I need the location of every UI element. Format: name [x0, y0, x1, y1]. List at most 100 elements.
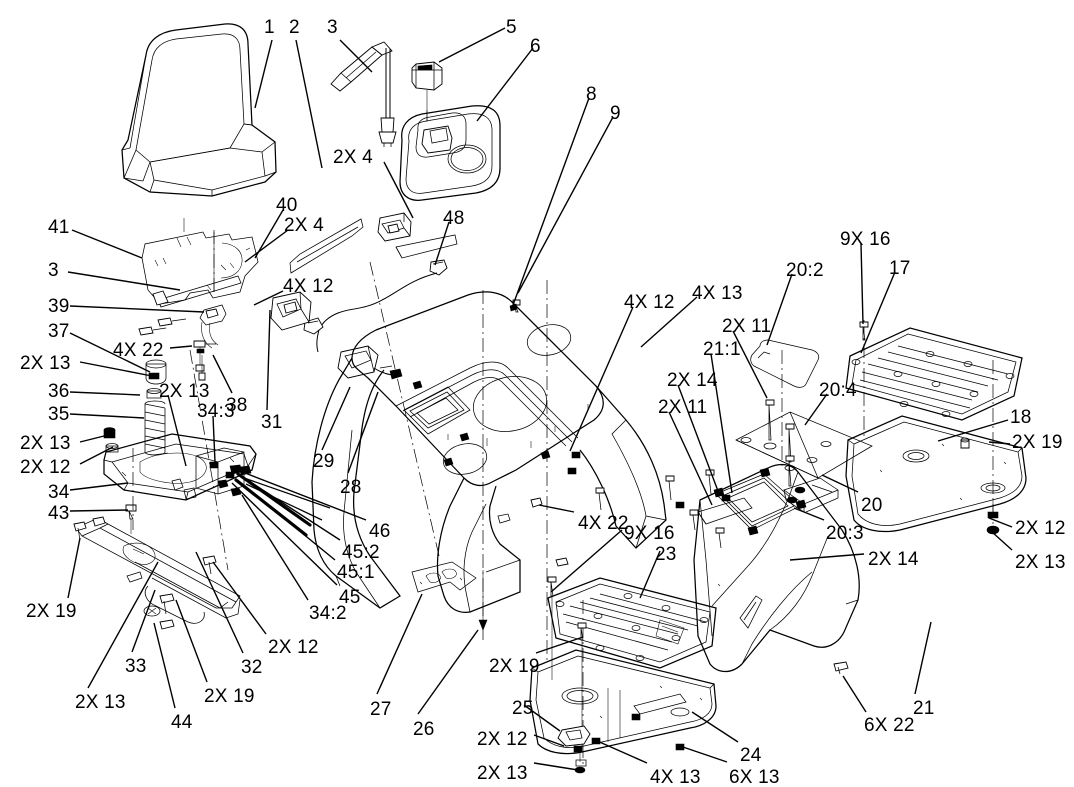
callout-label-45: 45	[339, 587, 361, 608]
part-switch	[411, 61, 443, 120]
callout-label-21-1: 21:1	[703, 339, 741, 360]
part-pivot-bracket-39	[199, 304, 227, 349]
callout-label-48: 48	[443, 208, 465, 229]
part-mount-plate-20	[735, 399, 873, 479]
fastener-26-arrow	[478, 570, 488, 631]
callout-label-35: 35	[48, 404, 70, 425]
callout-label-4x-12: 4X 12	[283, 276, 334, 297]
callout-label-41: 41	[48, 217, 70, 238]
callout-label-20: 20	[861, 495, 883, 516]
callout-label-3: 3	[327, 17, 338, 38]
callout-label-2x-4: 2X 4	[284, 215, 324, 236]
callout-label-2x-19: 2X 19	[1012, 432, 1063, 453]
part-console	[399, 105, 501, 201]
callout-label-20-4: 20:4	[819, 380, 857, 401]
callout-label-9x-16: 9X 16	[624, 523, 675, 544]
callout-label-2x-12: 2X 12	[20, 457, 71, 478]
callout-label-5: 5	[506, 17, 517, 38]
callout-label-2x-19: 2X 19	[204, 686, 255, 707]
callout-label-18: 18	[1010, 407, 1032, 428]
fasteners-spring-stack	[103, 372, 166, 456]
callout-label-9: 9	[610, 103, 621, 124]
callout-label-2x-11: 2X 11	[658, 397, 708, 418]
callout-label-4x-22: 4X 22	[113, 340, 164, 361]
callout-label-39: 39	[48, 296, 70, 317]
callout-label-33: 33	[125, 656, 147, 677]
callout-label-28: 28	[340, 477, 362, 498]
callout-label-31: 31	[261, 412, 283, 433]
part-wiring-harness	[303, 272, 438, 380]
callout-label-20-2: 20:2	[786, 260, 824, 281]
part-seat-pan-34	[103, 433, 257, 501]
part-center-console-21	[693, 463, 860, 673]
callout-label-34: 34	[48, 482, 70, 503]
callout-label-45-2: 45:2	[342, 542, 380, 563]
callout-label-2x-19: 2X 19	[26, 601, 77, 622]
fastener-43	[125, 504, 137, 534]
callout-label-8: 8	[586, 84, 597, 105]
part-footrest-platform-18	[845, 415, 1027, 535]
callout-label-20-3: 20:3	[826, 523, 864, 544]
part-grommet-48	[429, 259, 448, 276]
callout-label-2x-13: 2X 13	[20, 433, 71, 454]
part-cover-plate-small	[395, 234, 458, 259]
callout-label-2x-13: 2X 13	[159, 381, 210, 402]
callout-label-40: 40	[276, 195, 298, 216]
callout-label-4x-22: 4X 22	[578, 513, 629, 534]
callout-label-17: 17	[889, 258, 911, 279]
part-slide-rail-33	[73, 516, 241, 630]
callout-label-32: 32	[241, 657, 263, 678]
part-gasket-20-2	[750, 339, 820, 388]
callout-label-44: 44	[171, 712, 193, 733]
callout-label-6x-13: 6X 13	[729, 767, 780, 787]
callout-label-34-2: 34:2	[309, 603, 347, 624]
callout-label-38: 38	[226, 395, 248, 416]
part-links-45	[234, 472, 331, 537]
callout-label-2x-11: 2X 11	[722, 316, 772, 337]
callout-label-2x-4: 2X 4	[333, 147, 373, 168]
callout-label-2: 2	[289, 17, 300, 38]
part-gas-spring	[330, 41, 397, 147]
part-bracket-20-3	[783, 455, 839, 513]
part-clip-25	[557, 688, 685, 774]
callout-label-2x-12: 2X 12	[268, 637, 319, 658]
part-footrest-mat-23	[547, 577, 717, 669]
callout-label-43: 43	[48, 503, 70, 524]
callout-label-1: 1	[264, 17, 275, 38]
callout-label-2x-19: 2X 19	[489, 656, 540, 677]
callout-label-2x-12: 2X 12	[477, 729, 528, 750]
callout-label-37: 37	[48, 321, 70, 342]
callout-label-4x-13: 4X 13	[692, 283, 743, 304]
part-seat-rail	[152, 275, 242, 308]
callout-label-21: 21	[913, 698, 935, 719]
callout-label-6x-22: 6X 22	[864, 715, 915, 736]
callout-label-36: 36	[48, 381, 70, 402]
callout-label-2x-14: 2X 14	[868, 549, 919, 570]
callout-label-24: 24	[740, 745, 762, 766]
callout-label-29: 29	[313, 451, 335, 472]
part-hinge-bracket-upper	[377, 212, 412, 242]
callout-label-2x-13: 2X 13	[20, 353, 71, 374]
callout-label-4x-12: 4X 12	[624, 292, 675, 313]
part-trim-strip	[289, 218, 364, 274]
callout-label-23: 23	[655, 544, 677, 565]
callout-label-3: 3	[48, 260, 59, 281]
callout-label-46: 46	[369, 521, 391, 542]
callout-label-2x-14: 2X 14	[667, 370, 718, 391]
callout-label-4x-13: 4X 13	[650, 767, 701, 787]
callout-label-26: 26	[413, 719, 435, 740]
part-gasket-21-1	[697, 497, 753, 525]
callout-label-2x-13: 2X 13	[75, 692, 126, 713]
part-spring-35	[144, 400, 166, 456]
callout-label-9x-16: 9X 16	[840, 229, 891, 250]
callout-label-2x-13: 2X 13	[477, 763, 528, 784]
callout-label-45-1: 45:1	[337, 562, 375, 583]
callout-label-2x-12: 2X 12	[1015, 518, 1066, 539]
part-seat	[121, 23, 277, 197]
part-fender-body	[311, 291, 667, 614]
part-badge-27	[411, 561, 477, 593]
fasteners-4x22	[497, 497, 543, 524]
part-footrest-mat-17	[845, 321, 1023, 421]
